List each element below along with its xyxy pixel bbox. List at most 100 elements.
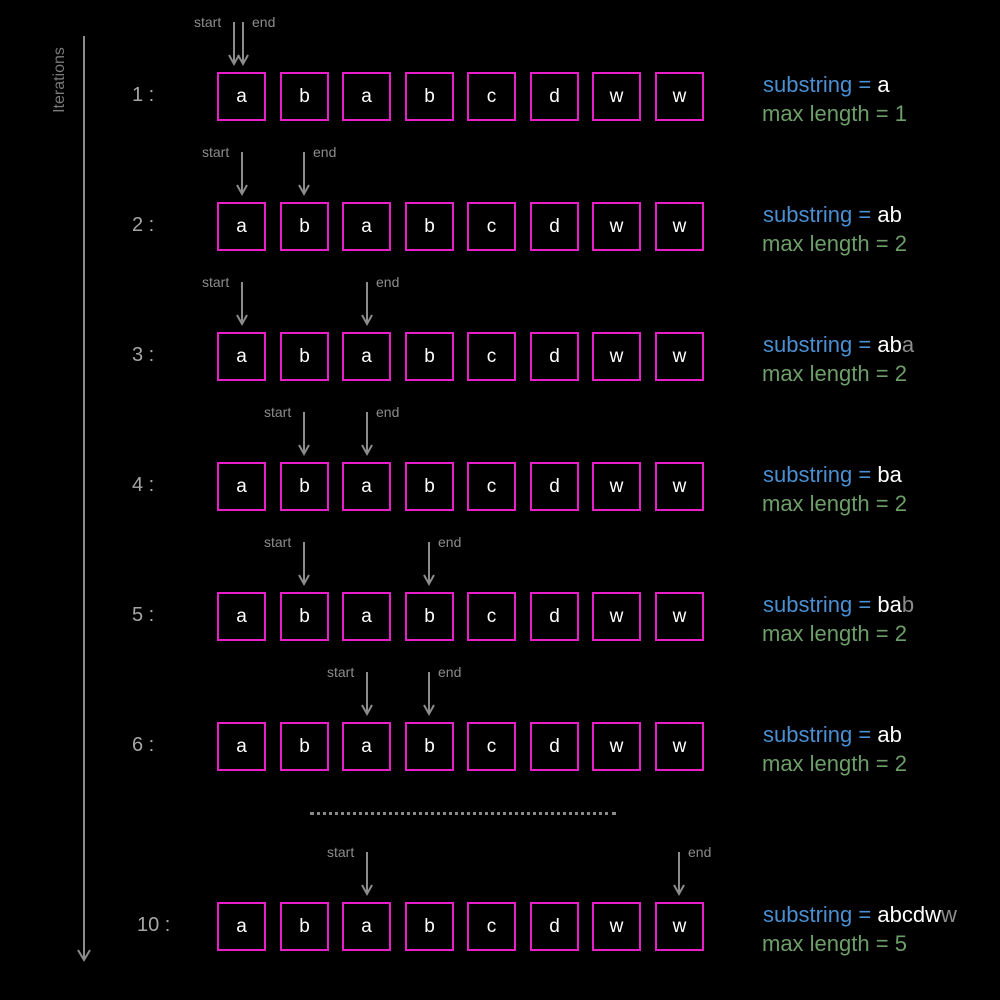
substring-value: abcdw <box>877 902 941 927</box>
substring-key: substring = <box>763 462 872 487</box>
substring-line: substring = ab <box>763 202 902 228</box>
substring-value: ba <box>877 462 902 487</box>
iterations-axis-label: Iterations <box>51 47 68 113</box>
end-pointer-label: end <box>376 274 400 290</box>
end-pointer-arrow-head <box>423 704 435 717</box>
end-pointer-arrow-head <box>237 54 249 67</box>
char-cell: a <box>342 72 391 121</box>
iteration-label: 2 : <box>132 214 155 236</box>
char-cell: b <box>405 462 454 511</box>
char-cell: b <box>405 592 454 641</box>
char-cell: b <box>280 202 329 251</box>
start-pointer-arrow-head <box>236 314 248 327</box>
max-length-key: max length = <box>762 491 889 516</box>
max-length-key: max length = <box>762 231 889 256</box>
substring-line: substring = bab <box>763 592 914 618</box>
substring-line: substring = ba <box>763 462 902 488</box>
iteration-label: 5 : <box>132 604 155 626</box>
start-pointer-label: start <box>202 144 230 160</box>
char-cell: b <box>280 72 329 121</box>
char-cell: d <box>530 72 579 121</box>
substring-line: substring = aba <box>763 332 914 358</box>
char-cell: a <box>217 202 266 251</box>
char-cell: b <box>280 592 329 641</box>
end-pointer-arrow-head <box>673 884 685 897</box>
char-cell: a <box>217 902 266 951</box>
char-cell: w <box>655 202 704 251</box>
substring-pending-char: a <box>901 332 915 357</box>
char-cell: b <box>405 902 454 951</box>
iteration-label: 4 : <box>132 474 155 496</box>
start-pointer-arrow-head <box>361 884 373 897</box>
char-cell: c <box>467 902 516 951</box>
end-pointer-label: end <box>313 144 337 160</box>
char-cell: b <box>280 722 329 771</box>
char-cell: c <box>467 72 516 121</box>
char-cell: a <box>342 462 391 511</box>
max-length-value: 2 <box>894 231 907 256</box>
substring-key: substring = <box>763 202 872 227</box>
char-cell: d <box>530 202 579 251</box>
char-cell: a <box>342 902 391 951</box>
max-length-value: 1 <box>894 101 907 126</box>
iteration-label: 6 : <box>132 734 155 756</box>
char-cell: c <box>467 462 516 511</box>
char-cell: w <box>592 72 641 121</box>
char-cell: w <box>655 902 704 951</box>
char-cell: w <box>592 462 641 511</box>
start-pointer-label: start <box>202 274 230 290</box>
substring-line: substring = abcdww <box>763 902 957 928</box>
char-cell: d <box>530 722 579 771</box>
end-pointer-label: end <box>688 844 712 860</box>
char-cell: w <box>655 332 704 381</box>
char-cell: b <box>405 202 454 251</box>
substring-key: substring = <box>763 332 872 357</box>
start-pointer-label: start <box>264 534 292 550</box>
max-length-line: max length = 2 <box>762 231 907 257</box>
char-cell: w <box>592 202 641 251</box>
substring-value: ab <box>877 332 902 357</box>
substring-key: substring = <box>763 72 872 97</box>
char-cell: c <box>467 202 516 251</box>
char-cell: a <box>342 722 391 771</box>
substring-key: substring = <box>763 902 872 927</box>
char-cell: w <box>592 902 641 951</box>
iterations-axis-arrowhead <box>77 949 91 962</box>
substring-value: a <box>877 72 890 97</box>
max-length-line: max length = 2 <box>762 751 907 777</box>
char-cell: a <box>217 72 266 121</box>
substring-line: substring = a <box>763 72 890 98</box>
max-length-line: max length = 1 <box>762 101 907 127</box>
end-pointer-label: end <box>438 664 462 680</box>
char-cell: w <box>655 462 704 511</box>
char-cell: b <box>280 332 329 381</box>
end-pointer-arrow-head <box>423 574 435 587</box>
substring-value: ba <box>877 592 902 617</box>
char-cell: w <box>655 592 704 641</box>
start-pointer-arrow-head <box>228 54 240 67</box>
substring-value: ab <box>877 722 902 747</box>
char-cell: c <box>467 722 516 771</box>
char-cell: a <box>217 592 266 641</box>
ellipsis-separator <box>310 812 616 815</box>
char-cell: b <box>405 332 454 381</box>
start-pointer-label: start <box>194 14 222 30</box>
max-length-value: 2 <box>894 751 907 776</box>
char-cell: b <box>405 72 454 121</box>
max-length-line: max length = 5 <box>762 931 907 957</box>
max-length-value: 2 <box>894 361 907 386</box>
char-cell: c <box>467 592 516 641</box>
char-cell: a <box>217 722 266 771</box>
max-length-line: max length = 2 <box>762 361 907 387</box>
start-pointer-label: start <box>327 844 355 860</box>
start-pointer-label: start <box>264 404 292 420</box>
char-cell: b <box>280 902 329 951</box>
substring-pending-char: b <box>901 592 915 617</box>
max-length-value: 2 <box>894 491 907 516</box>
char-cell: d <box>530 462 579 511</box>
substring-key: substring = <box>763 722 872 747</box>
char-cell: a <box>217 332 266 381</box>
max-length-key: max length = <box>762 931 889 956</box>
